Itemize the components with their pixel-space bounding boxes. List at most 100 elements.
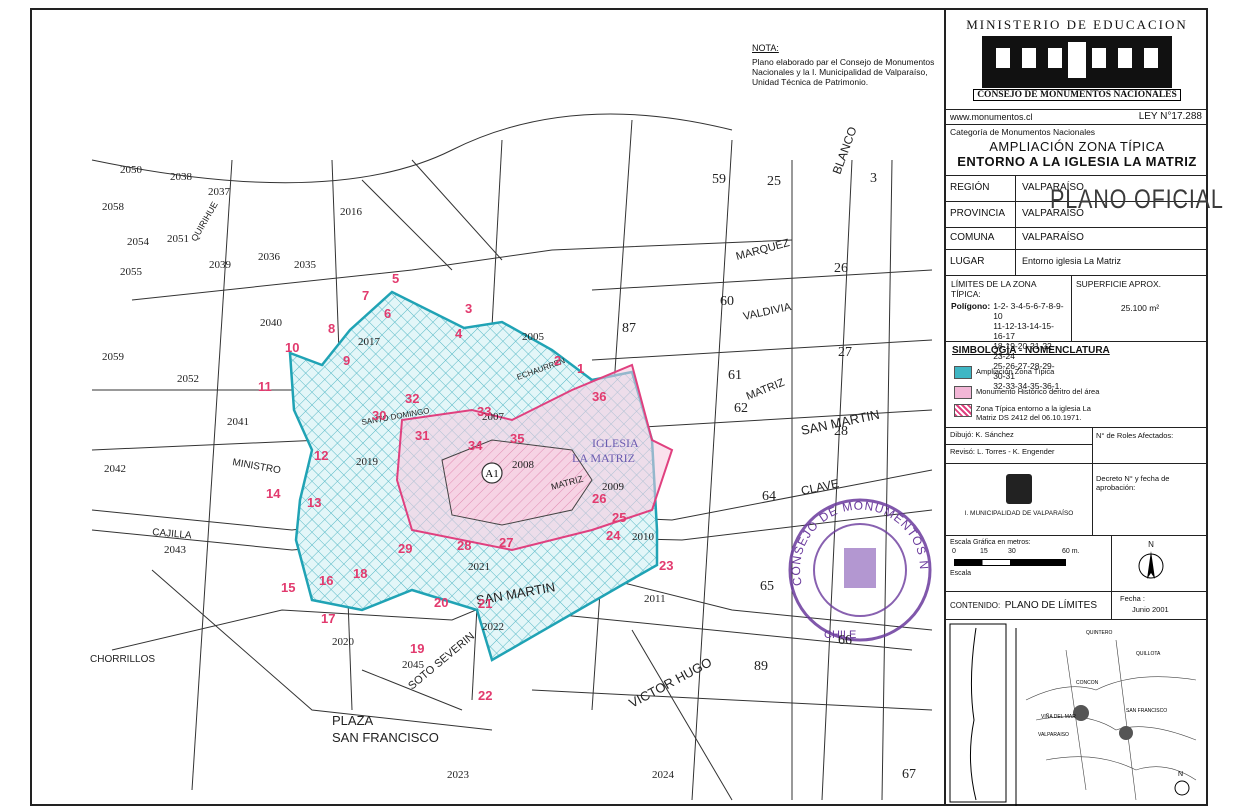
- block-number: 27: [838, 345, 852, 360]
- vertex-label: 23: [659, 558, 673, 573]
- superficie-cell: SUPERFICIE APROX. 25.100 m²: [1076, 279, 1204, 313]
- legend-swatch-zona-tipica: [954, 404, 972, 417]
- region-value: VALPARAÍSO: [1022, 182, 1084, 193]
- vertex-label: 26: [592, 491, 606, 506]
- church-label-1: IGLESIA: [592, 436, 639, 450]
- north-label: N: [1148, 540, 1154, 549]
- vertex-label: 20: [434, 595, 448, 610]
- block-number: 2052: [177, 373, 199, 385]
- cadastral-lines: [91, 113, 933, 801]
- block-number: 2017: [358, 336, 381, 348]
- minimap-label: QUILLOTA: [1136, 651, 1161, 657]
- legend-label: Zona Típica entorno a la iglesia La Matr…: [976, 404, 1091, 422]
- vertex-label: 32: [405, 391, 419, 406]
- block-number: 2045: [402, 659, 425, 671]
- poligono-label: Polígono:: [951, 301, 991, 311]
- block-number: 66: [838, 633, 852, 648]
- scale-tick: 0: [952, 548, 956, 555]
- block-number: 2058: [102, 201, 125, 213]
- monument-a1-label: A1: [485, 468, 498, 480]
- comuna-value: VALPARAÍSO: [1022, 232, 1084, 243]
- block-number: 2019: [356, 456, 379, 468]
- categoria: Categoría de Monumentos Nacionales: [950, 127, 1096, 137]
- vertex-label: 35: [510, 431, 524, 446]
- minimap-canvas[interactable]: QUINTERO QUILLOTA CONCON SAN FRANCISCO V…: [946, 620, 1206, 806]
- provincia-row: PROVINCIA VALPARAÍSO: [946, 202, 1208, 228]
- block-number: 25: [767, 174, 781, 189]
- monument-a1-marker: [481, 462, 503, 484]
- block-number: 2050: [120, 164, 143, 176]
- block-number: 2035: [294, 259, 317, 271]
- block-number: 2059: [102, 351, 125, 363]
- block-number: 2055: [120, 266, 143, 278]
- location-minimap[interactable]: QUINTERO QUILLOTA CONCON SAN FRANCISCO V…: [946, 620, 1208, 806]
- vertex-label: 7: [362, 288, 369, 303]
- municipalidad-cell: I. MUNICIPALIDAD DE VALPARAÍSO: [946, 464, 1093, 535]
- vertex-label: 30: [372, 408, 386, 423]
- vertex-label: 5: [392, 271, 399, 286]
- title-2: ENTORNO A LA IGLESIA LA MATRIZ: [957, 154, 1197, 169]
- nota-title: NOTA:: [752, 43, 779, 53]
- minimap-label: SAN FRANCISCO: [1126, 708, 1167, 714]
- fecha-label: Fecha :: [1120, 594, 1146, 603]
- minimap-label: VIÑA DEL MAR: [1041, 713, 1076, 720]
- minimap-north: N: [1178, 771, 1183, 778]
- vertex-label: 19: [410, 641, 424, 656]
- street-label: BLANCO: [830, 125, 860, 176]
- block-number: 2038: [170, 171, 193, 183]
- vertex-label: 31: [415, 428, 429, 443]
- superficie-value: 25.100 m²: [1120, 303, 1160, 313]
- block-number: 62: [734, 401, 748, 416]
- minimap-label: QUINTERO: [1086, 630, 1113, 636]
- vertex-label: 15: [281, 580, 295, 595]
- reviso: Revisó: L. Torres - K. Engender: [950, 447, 1055, 456]
- vertex-label: 3: [465, 301, 472, 316]
- vertex-label: 16: [319, 573, 333, 588]
- map-area[interactable]: A1 IGLESIA LA MATRIZ CONSEJO DE MONUMENT…: [32, 10, 944, 806]
- legend-label: Ampliación Zona Típica: [976, 367, 1055, 376]
- lugar-key: LUGAR: [946, 250, 1016, 275]
- church-label-2: LA MATRIZ: [572, 451, 635, 465]
- block-number: 2023: [447, 769, 470, 781]
- vertex-label: 8: [328, 321, 335, 336]
- vertex-label: 6: [384, 306, 391, 321]
- map-canvas[interactable]: A1 IGLESIA LA MATRIZ CONSEJO DE MONUMENT…: [32, 10, 944, 806]
- roles: N° de Roles Afectados:: [1096, 431, 1174, 440]
- web-link[interactable]: www.monumentos.cl: [950, 112, 1033, 122]
- ley-number: LEY N°17.288: [1138, 111, 1202, 122]
- street-label: CHORRILLOS: [90, 654, 155, 665]
- block-number: 2037: [208, 186, 231, 198]
- street-label: CLAVE: [800, 476, 841, 498]
- provincia-value: VALPARAÍSO: [1022, 208, 1084, 219]
- title-1: AMPLIACIÓN ZONA TÍPICA: [989, 139, 1165, 154]
- vertex-label: 4: [455, 326, 463, 341]
- scale-tick: 60 m.: [1062, 548, 1080, 555]
- minimap-north-icon: [1174, 780, 1190, 796]
- poligono-line: 32-33-34-35-36-1.: [993, 381, 1062, 391]
- plan-sheet: A1 IGLESIA LA MATRIZ CONSEJO DE MONUMENT…: [30, 8, 1208, 806]
- limites-cell: LÍMITES DE LA ZONA TÍPICA: Polígono: 1-2…: [946, 276, 1072, 391]
- block-number: 2010: [632, 531, 655, 543]
- block-number: 67: [902, 767, 916, 782]
- poligono-line: 18-19-20-21-22-23-24: [993, 341, 1055, 361]
- scale-bar: [954, 559, 1066, 566]
- municipalidad-row: I. MUNICIPALIDAD DE VALPARAÍSO Decreto N…: [946, 464, 1208, 536]
- fecha-value: Junio 2001: [1132, 605, 1169, 614]
- monumento-historico: [441, 439, 593, 526]
- block-number: 2020: [332, 636, 355, 648]
- block-number: 2039: [209, 259, 232, 271]
- municipalidad-label: I. MUNICIPALIDAD DE VALPARAÍSO: [964, 510, 1074, 517]
- vertex-label: 27: [499, 535, 513, 550]
- legend-label: Monumento Histórico dentro del área: [976, 387, 1100, 396]
- superficie-title: SUPERFICIE APROX.: [1076, 279, 1162, 289]
- minimap-label: CONCON: [1076, 680, 1099, 686]
- limites-row: LÍMITES DE LA ZONA TÍPICA: Polígono: 1-2…: [946, 276, 1208, 391]
- block-number: 2043: [164, 544, 187, 556]
- limites-title: LÍMITES DE LA ZONA TÍPICA:: [951, 279, 1037, 299]
- poligono-line: 1-2- 3-4-5-6-7-8-9-10: [993, 301, 1064, 321]
- block-number: 2024: [652, 769, 675, 781]
- block-number: 2022: [482, 621, 504, 633]
- dibujo: Dibujó: K. Sánchez: [946, 428, 1092, 445]
- scale-tick: 15: [980, 548, 988, 555]
- street-label: MATRIZ: [745, 377, 787, 403]
